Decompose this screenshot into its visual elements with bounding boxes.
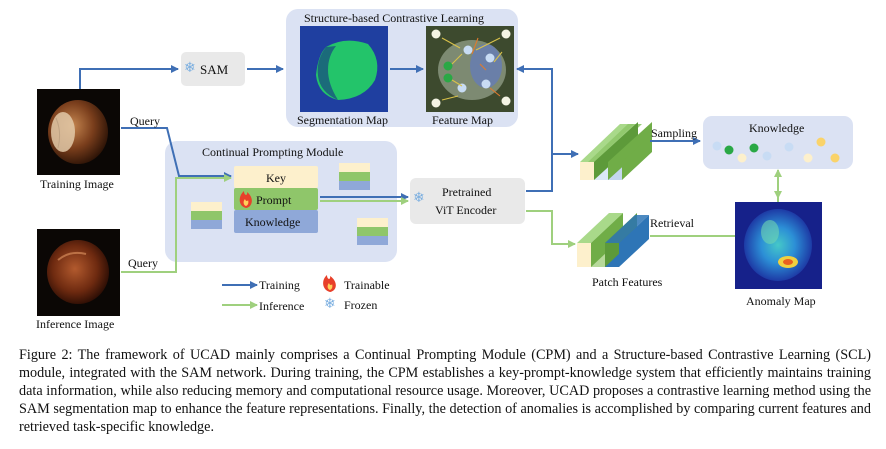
query-inference-arrow: [121, 174, 232, 273]
encoder-snowflake-icon: ❄: [413, 190, 425, 206]
inference-image-label: Inference Image: [36, 317, 115, 331]
legend-inference-label: Inference: [259, 299, 305, 313]
query-training-arrow: [121, 127, 232, 180]
training-image: [37, 89, 120, 175]
sam-label: SAM: [200, 62, 229, 77]
training-image-label: Training Image: [40, 177, 114, 191]
prompt-set-right-top: [339, 163, 370, 190]
encoder-label-line1: Pretrained: [442, 185, 492, 199]
prompt-label: Prompt: [256, 193, 292, 207]
cpm-title: Continual Prompting Module: [202, 145, 344, 159]
flame-icon: [239, 191, 252, 208]
encoder-to-patch-arrow: [526, 210, 576, 248]
segmentation-map-label: Segmentation Map: [297, 113, 388, 127]
query-top-label: Query: [130, 114, 160, 128]
sam-box: [181, 52, 245, 86]
legend-snowflake-icon: ❄: [324, 296, 336, 312]
ucad-framework-diagram: [37, 9, 853, 316]
knowledge-dots: [712, 137, 840, 163]
legend-frozen-label: Frozen: [344, 298, 378, 312]
query-bottom-label: Query: [128, 256, 158, 270]
knowledge-bank-label: Knowledge: [749, 121, 805, 135]
feature-map-label: Feature Map: [432, 113, 493, 127]
key-block: [234, 166, 318, 188]
scl-module-title: Structure-based Contrastive Learning: [304, 11, 484, 25]
retrieval-label: Retrieval: [650, 216, 694, 230]
anomaly-map-label: Anomaly Map: [746, 294, 816, 308]
knowledge-block-label: Knowledge: [245, 215, 301, 229]
legend-flame-icon: [323, 275, 336, 292]
segmentation-map-image: [300, 26, 388, 112]
inference-patch-features: [577, 213, 649, 267]
encoder-label-line2: ViT Encoder: [435, 203, 497, 217]
legend-trainable-label: Trainable: [344, 278, 390, 292]
sampling-label: Sampling: [651, 126, 698, 140]
training-patch-features: [580, 122, 652, 180]
patch-features-label: Patch Features: [592, 275, 663, 289]
encoder-to-sampling-arrow: [516, 65, 553, 192]
training-to-sam-arrow: [79, 65, 179, 89]
figure-caption: Figure 2: The framework of UCAD mainly c…: [19, 347, 871, 435]
feature-map-image: [426, 26, 514, 112]
prompt-set-right-bottom: [357, 218, 388, 245]
sam-snowflake-icon: ❄: [184, 60, 196, 76]
prompt-set-left: [191, 202, 222, 229]
anomaly-map-image: [735, 202, 822, 289]
inference-image: [37, 229, 120, 316]
legend-training-label: Training: [259, 278, 300, 292]
prompt-block: [234, 188, 318, 210]
key-label: Key: [266, 171, 286, 185]
knowledge-block: [234, 210, 318, 233]
vit-encoder-box: [410, 178, 525, 224]
